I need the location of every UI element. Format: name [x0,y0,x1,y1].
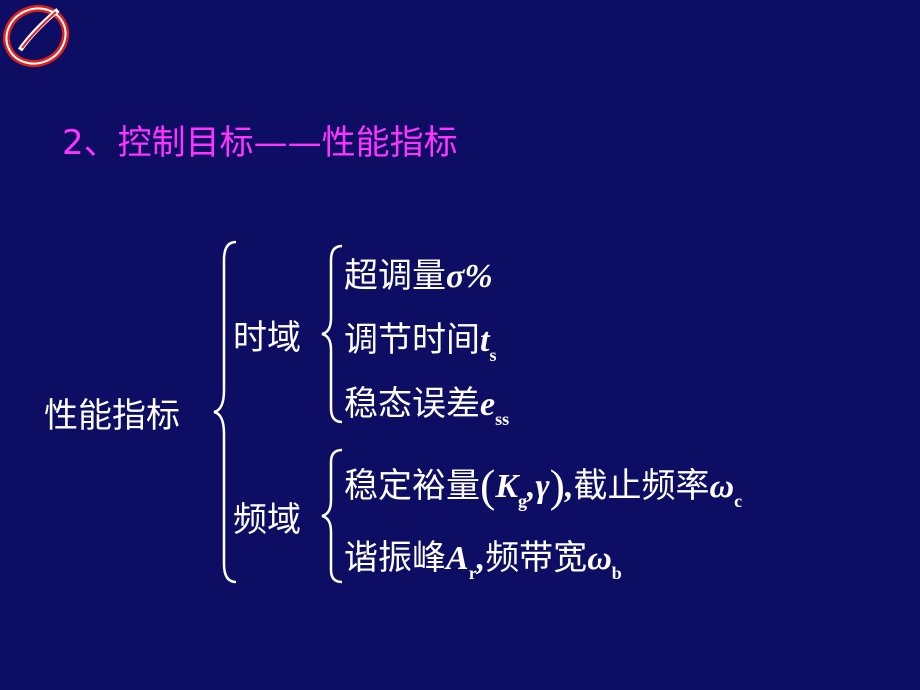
overshoot-symbol: σ% [446,258,493,295]
stability-margin-item: 稳定裕量(Kg,γ),截止频率ωc [344,455,743,511]
crossover-frequency-text: 截止频率 [573,466,710,506]
gain-margin-symbol: K [495,468,519,505]
margin-comma: , [527,468,536,505]
steady-state-error-text: 稳态误差 [344,384,480,424]
overshoot-item: 超调量σ% [344,248,493,297]
settling-time-text: 调节时间 [344,320,480,360]
root-label: 性能指标 [44,396,180,436]
settling-time-symbol: t [480,322,490,359]
bandwidth-omega-symbol: ω [587,540,612,577]
resonant-peak-symbol: A [446,540,469,577]
stability-margin-text: 稳定裕量 [344,466,480,506]
bandwidth-omega-subscript: b [611,563,622,583]
slide-title: 2、控制目标——性能指标 [62,123,458,163]
open-paren: ( [480,460,496,511]
phase-margin-symbol: γ [535,468,550,505]
steady-state-error-item: 稳态误差ess [344,376,509,429]
freq-domain-brace [321,448,343,584]
logo-icon [3,4,69,68]
resonant-peak-subscript: r [468,563,477,583]
crossover-omega-symbol: ω [709,468,735,505]
crossover-omega-subscript: c [734,491,743,511]
bandwidth-text: 频带宽 [485,538,588,578]
settling-time-subscript: s [489,345,497,365]
line1-separator: , [565,468,574,505]
steady-state-error-symbol: e [480,386,496,423]
gain-margin-subscript: g [518,491,528,511]
steady-state-error-subscript: ss [495,409,510,429]
resonant-peak-text: 谐振峰 [344,538,446,578]
time-domain-brace [321,244,343,424]
root-brace [213,240,237,584]
time-domain-label: 时域 [233,318,301,358]
line2-separator: , [476,540,486,577]
overshoot-text: 超调量 [344,256,446,296]
freq-domain-label: 频域 [233,500,301,540]
resonant-peak-item: 谐振峰Ar,频带宽ωb [344,530,622,583]
settling-time-item: 调节时间ts [344,312,496,365]
close-paren: ) [549,460,565,511]
